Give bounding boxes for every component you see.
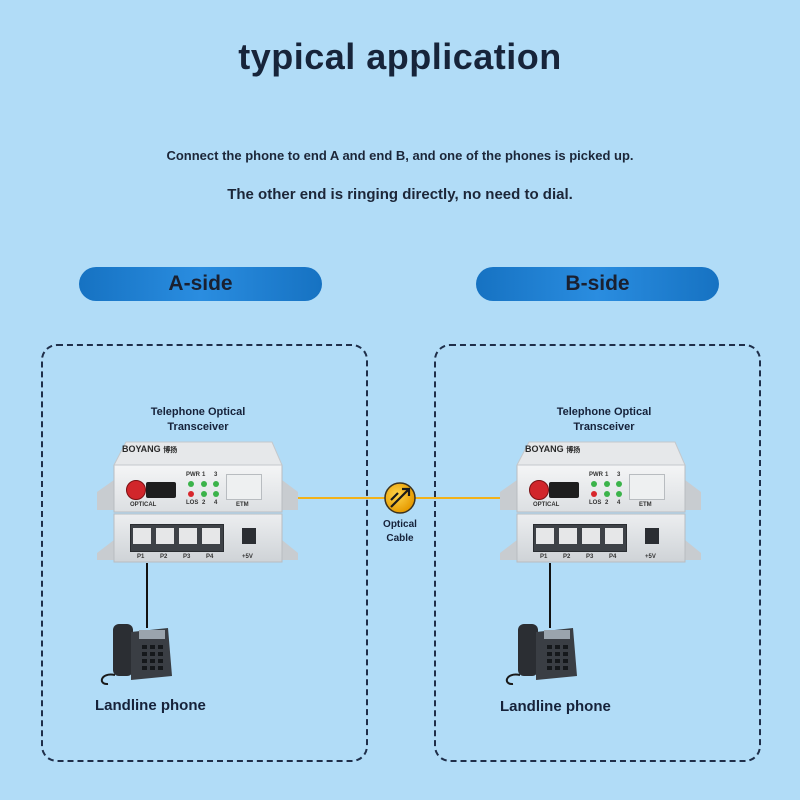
b-led-num-1: 1 [605,472,609,478]
b-device-name-line2: Transceiver [573,421,635,433]
b-port-label-2: P2 [563,554,571,560]
a-etm-window [226,474,262,500]
a-brand-logo: BOYANG 博扬 [122,444,178,454]
b-transceiver [500,441,701,563]
b-side-pill: B-side [476,267,719,301]
b-bottom-panel: P1 P2 P3 P4 +5V [519,514,685,562]
a-optical-connector-icon [126,480,146,500]
b-device-name-line1: Telephone Optical [556,406,652,418]
a-los-led-icon [188,491,194,497]
a-bottom-panel: P1 P2 P3 P4 +5V [116,514,282,562]
optical-cable-label-line2: Cable [386,533,414,544]
b-led-num-3: 3 [617,472,621,478]
a-device-name-line2: Transceiver [167,421,229,433]
b-port-slot-2 [559,528,577,544]
a-port-label-2: P2 [160,554,168,560]
a-port-label-1: P1 [137,554,145,560]
a-top-panel: BOYANG 博扬 OPTICAL PWR LOS 1 2 3 4 ETM [116,442,282,512]
a-port-slot-3 [179,528,197,544]
a-port-slot-1 [133,528,151,544]
b-pwr-led-icon [591,481,597,487]
b-port-label-4: P4 [609,554,617,560]
b-brand-logo: BOYANG 博扬 [525,444,581,454]
b-side-zone [434,344,761,762]
a-pwr-led-icon [188,481,194,487]
a-etm-label: ETM [236,502,249,508]
b-power-label: +5V [645,554,656,560]
optical-cable-label-line1: Optical [383,519,417,530]
a-led-num-4: 4 [214,500,218,506]
a-pwr-label: PWR [186,472,200,478]
b-optical-port-icon [549,482,579,498]
b-optical-label: OPTICAL [533,502,560,508]
b-top-panel: BOYANG 博扬 OPTICAL PWR LOS 1 2 3 4 ETM [519,442,685,512]
a-phone-icon [100,624,172,686]
b-optical-connector-icon [529,480,549,500]
b-led-num-2: 2 [605,500,609,506]
b-device-name: Telephone Optical Transceiver [544,405,664,435]
b-port-slot-1 [536,528,554,544]
a-led-1-icon [201,481,207,487]
b-phone-icon [505,624,577,686]
b-led-4-icon [616,491,622,497]
description-line-2: The other end is ringing directly, no ne… [227,186,573,203]
a-power-jack-icon [242,528,256,544]
a-port-slot-2 [156,528,174,544]
b-phone-label: Landline phone [500,698,611,715]
a-los-label: LOS [186,500,199,506]
b-etm-label: ETM [639,502,652,508]
description-line-1: Connect the phone to end A and end B, an… [166,148,634,163]
a-side-label: A-side [168,272,233,295]
a-led-4-icon [213,491,219,497]
a-device-name-line1: Telephone Optical [150,406,246,418]
a-optical-label: OPTICAL [130,502,157,508]
page-title: typical application [238,36,562,77]
a-port-label-4: P4 [206,554,214,560]
b-port-label-1: P1 [540,554,548,560]
optical-cable-label: Optical Cable [370,518,430,546]
a-side-pill: A-side [79,267,322,301]
a-led-2-icon [201,491,207,497]
a-led-num-2: 2 [202,500,206,506]
a-led-num-3: 3 [214,472,218,478]
a-power-label: +5V [242,554,253,560]
a-port-slot-4 [202,528,220,544]
b-los-label: LOS [589,500,602,506]
b-led-num-4: 4 [617,500,621,506]
a-optical-port-icon [146,482,176,498]
b-etm-window [629,474,665,500]
a-port-label-3: P3 [183,554,191,560]
b-port-slot-4 [605,528,623,544]
a-side-zone [41,344,368,762]
b-pwr-label: PWR [589,472,603,478]
b-power-jack-icon [645,528,659,544]
b-led-3-icon [616,481,622,487]
b-led-2-icon [604,491,610,497]
b-los-led-icon [591,491,597,497]
b-port-slot-3 [582,528,600,544]
b-led-1-icon [604,481,610,487]
a-led-num-1: 1 [202,472,206,478]
a-phone-label: Landline phone [95,697,206,714]
b-side-label: B-side [565,272,630,295]
b-port-label-3: P3 [586,554,594,560]
a-device-name: Telephone Optical Transceiver [138,405,258,435]
a-led-3-icon [213,481,219,487]
optical-cable-icon [384,482,416,514]
